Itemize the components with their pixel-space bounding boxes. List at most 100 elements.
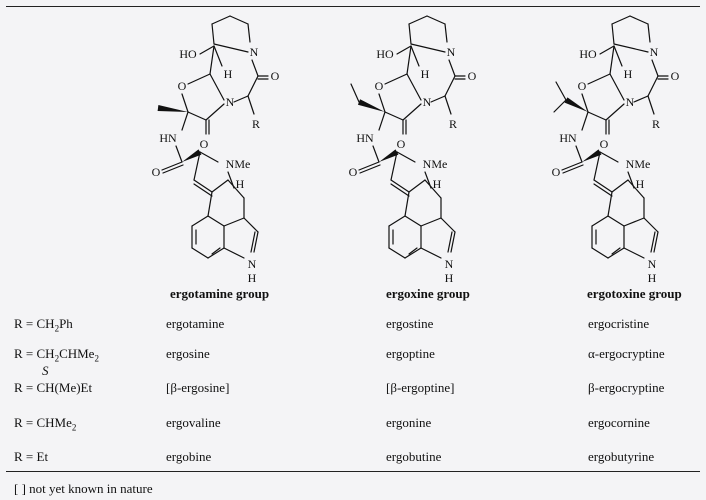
bond — [447, 231, 453, 253]
atom-ho: HO — [179, 47, 197, 61]
bond — [587, 73, 611, 85]
bond — [408, 15, 428, 25]
bond — [420, 247, 442, 259]
atom-o: O — [671, 69, 680, 83]
bond — [424, 179, 442, 199]
table-cell: ergocornine — [588, 415, 650, 430]
bond — [651, 59, 659, 77]
bond — [444, 75, 456, 97]
bond — [613, 45, 623, 67]
table-cell: ergobutine — [386, 449, 442, 464]
bond — [650, 231, 656, 253]
bond — [388, 215, 406, 227]
bond — [181, 111, 189, 131]
table-cell: ergobutyrine — [588, 449, 655, 464]
bond — [408, 247, 418, 255]
table-cell: [β-ergosine] — [166, 380, 230, 395]
bond — [253, 231, 259, 253]
bond — [209, 45, 215, 75]
bond — [448, 59, 456, 77]
bond — [607, 215, 625, 227]
bond — [611, 23, 615, 45]
wedge-bond — [182, 149, 202, 162]
bond — [430, 95, 446, 103]
bond — [561, 161, 583, 171]
bond — [633, 95, 649, 103]
bond — [575, 145, 583, 163]
bond — [653, 231, 659, 253]
bond — [609, 73, 625, 101]
bond — [390, 151, 398, 181]
atom-o: O — [349, 165, 358, 179]
atom-n: N — [423, 95, 432, 109]
bond — [247, 95, 255, 115]
bond — [247, 75, 259, 97]
atom-o: O — [200, 137, 209, 151]
atom-o: O — [271, 69, 280, 83]
atom-n: N — [650, 45, 659, 59]
table-cell: ergosine — [166, 346, 210, 361]
bond — [410, 45, 420, 67]
atom-hn: HN — [356, 131, 374, 145]
r-substituent-label: R = CH2Ph — [14, 316, 73, 334]
r-substituent-label: R = CH(Me)Et — [14, 380, 93, 395]
bond — [372, 145, 380, 163]
bond — [562, 164, 584, 174]
bond — [410, 43, 446, 53]
bond — [211, 15, 231, 25]
atom-nme: NMe — [226, 157, 251, 171]
wedge-bond — [582, 149, 602, 162]
bond — [358, 161, 380, 171]
bond — [247, 23, 251, 43]
atom-n: N — [648, 257, 657, 271]
bond — [404, 215, 422, 227]
bond — [623, 247, 645, 259]
bond — [223, 217, 245, 227]
bond — [611, 179, 629, 193]
table-cell: [β-ergoptine] — [386, 380, 455, 395]
table-cell: ergobine — [166, 449, 212, 464]
atom-n: N — [226, 95, 235, 109]
bond — [404, 191, 410, 217]
bond — [402, 103, 422, 121]
atom-h: H — [248, 271, 257, 284]
bond — [408, 179, 426, 193]
group-label-ergoxine: ergoxine group — [386, 286, 470, 301]
r-substituent-label: R = CHMe2 — [14, 415, 77, 433]
table-cell: α-ergocryptine — [588, 346, 665, 361]
top-rule — [6, 6, 700, 7]
atom-h: H — [236, 177, 245, 191]
bond — [629, 15, 649, 25]
bond — [605, 103, 625, 121]
wedge-bond — [157, 105, 188, 112]
bond — [162, 164, 184, 174]
bond — [181, 93, 189, 113]
atom-o: O — [152, 165, 161, 179]
table-cell: β-ergocryptine — [588, 380, 665, 395]
bond — [396, 151, 416, 163]
table-cell: ergovaline — [166, 415, 221, 430]
bond — [406, 45, 412, 75]
bond — [211, 179, 229, 193]
bond — [450, 231, 456, 253]
bond — [191, 247, 209, 259]
bond — [193, 183, 213, 197]
bond — [211, 23, 215, 45]
atom-o: O — [375, 79, 384, 93]
bond — [213, 45, 223, 67]
atom-h: H — [648, 271, 657, 284]
group-label-ergotamine: ergotamine group — [170, 286, 270, 301]
bond — [251, 59, 259, 77]
bond — [207, 247, 225, 259]
atom-ho: HO — [579, 47, 597, 61]
bond — [187, 111, 207, 121]
atom-o: O — [600, 137, 609, 151]
atom-h: H — [421, 67, 430, 81]
atom-o: O — [397, 137, 406, 151]
bond — [404, 247, 422, 259]
bond — [643, 217, 659, 233]
bond — [581, 93, 589, 113]
bond — [613, 43, 649, 53]
